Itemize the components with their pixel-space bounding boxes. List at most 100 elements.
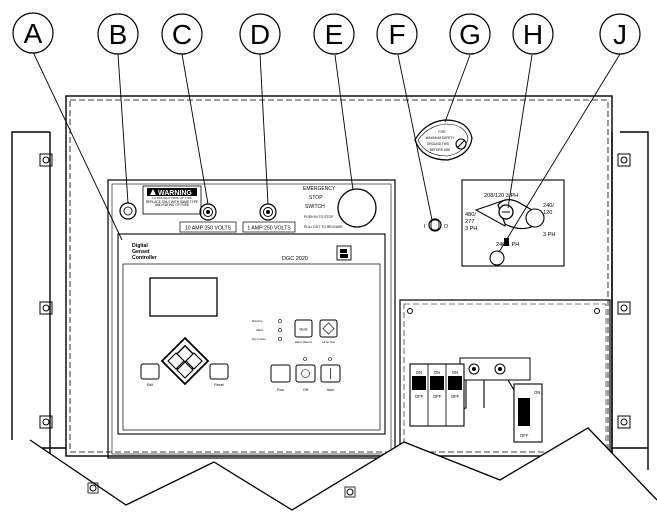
toggle-switch[interactable]: I O xyxy=(424,218,448,232)
frame-bolt-tl xyxy=(39,153,53,167)
voltage-selector-knob[interactable] xyxy=(474,199,545,230)
callout-b-letter: B xyxy=(109,19,128,50)
estop-line1: EMERGENCY xyxy=(303,186,336,192)
off-button-label: Off xyxy=(303,388,309,392)
fuse-label-d: 1 AMP 250 VOLTS xyxy=(242,221,296,233)
fuse-label-c: 10 AMP 250 VOLTS xyxy=(179,221,237,233)
fuse-holder-d xyxy=(259,203,277,221)
selector-lock-hole xyxy=(489,250,505,266)
breaker-on-3: ON xyxy=(452,370,458,375)
breaker-single-on: ON xyxy=(534,390,540,395)
estop-label: EMERGENCY STOP SWITCH PUSH IN TO STOP PU… xyxy=(303,186,343,229)
breaker-single: ON OFF xyxy=(513,383,543,443)
edit-button[interactable] xyxy=(140,363,160,380)
led-running xyxy=(278,319,282,323)
leader-lines xyxy=(32,51,621,253)
estop-line3: SWITCH xyxy=(305,204,325,210)
toggle-label-right: O xyxy=(444,224,448,230)
warning-title: WARNING xyxy=(158,190,192,197)
selector-left-2: 277 xyxy=(465,219,474,225)
function-buttons: Mode Alarm Silence Lamp Test xyxy=(294,319,338,344)
callout-h-letter: H xyxy=(523,19,543,50)
lcd-display xyxy=(149,277,218,317)
mode-alarm-button[interactable] xyxy=(294,319,313,338)
callout-c: C xyxy=(161,13,203,55)
selector-right-2: 120 xyxy=(543,210,552,216)
fuse-rating-left: 10 AMP 250 VOLTS xyxy=(185,226,232,232)
estop-line4: PUSH IN TO STOP xyxy=(304,215,334,219)
reset-button-label: Reset xyxy=(214,383,223,387)
callout-a: A xyxy=(12,12,54,54)
breaker-single-off: OFF xyxy=(520,433,529,438)
led-alarm xyxy=(278,328,282,332)
callout-d-letter: D xyxy=(250,19,270,50)
status-led-group: Running Alarm Not in Auto xyxy=(252,319,282,341)
placard-line2: MAXIMUM SAFETY xyxy=(426,136,456,140)
cut-line-stroke xyxy=(29,427,657,511)
placard-line4: BEFORE USE xyxy=(430,148,451,152)
breaker-handle-2[interactable] xyxy=(430,376,444,390)
frame-bolt-tr xyxy=(617,153,631,167)
callout-f: F xyxy=(376,13,418,55)
run-button-label: Run xyxy=(277,388,284,392)
lamp-test-button[interactable] xyxy=(319,319,338,338)
ground-placard: FOR MAXIMUM SAFETY GROUND THIS BEFORE US… xyxy=(414,119,473,161)
callout-h: H xyxy=(512,13,554,55)
run-button[interactable] xyxy=(270,364,291,383)
callout-c-letter: C xyxy=(172,19,192,50)
selector-left-1: 480/ xyxy=(465,212,476,218)
callout-a-letter: A xyxy=(24,18,43,49)
nav-down-button[interactable] xyxy=(176,361,194,379)
fuse-rating-right: 1 AMP 250 VOLTS xyxy=(247,226,291,232)
mode-buttons: Run Off Auto xyxy=(270,357,341,392)
controller-title-1: Digital xyxy=(132,243,148,249)
alarm-silence-label: Alarm Silence xyxy=(295,340,313,344)
breaker-off-3: OFF xyxy=(451,394,460,399)
breaker-on-2: ON xyxy=(434,370,440,375)
callout-g: G xyxy=(449,13,491,55)
reset-button[interactable] xyxy=(209,363,229,380)
breaker-handle-single[interactable] xyxy=(518,398,530,426)
off-button[interactable] xyxy=(295,364,316,383)
bottom-bolt-left xyxy=(89,484,97,492)
selector-right-1: 240/ xyxy=(543,203,554,209)
lamp-test-label: Lamp Test xyxy=(322,340,335,344)
manufacturer-logo xyxy=(336,245,352,261)
enclosure-frame xyxy=(11,95,649,470)
fuse-holder-c xyxy=(199,203,217,221)
controller-title-3: Controller xyxy=(132,255,157,261)
mode-button-label: Mode xyxy=(300,328,308,332)
breaker-handle-3[interactable] xyxy=(448,376,462,390)
warning-body: TO REDUCE RISK OF FIRE REPLACE ONLY WITH… xyxy=(145,197,199,208)
nav-left-button[interactable] xyxy=(167,352,185,370)
frame-bolt-ml xyxy=(39,301,53,315)
selector-top-label: 208/120 3 PH xyxy=(484,193,518,199)
placard-line1: FOR xyxy=(438,130,446,134)
placard-line3: GROUND THIS xyxy=(427,142,449,146)
auto-button-label: Auto xyxy=(327,388,335,392)
selector-left-3: 3 PH xyxy=(465,226,477,232)
estop-line2: STOP xyxy=(309,195,323,201)
toggle-label-left: I xyxy=(424,224,425,230)
callout-d: D xyxy=(239,13,281,55)
breaker-on-1: ON xyxy=(416,370,422,375)
breaker-off-1: OFF xyxy=(415,394,424,399)
led-label-running: Running xyxy=(252,319,263,323)
bottom-bolt-mid xyxy=(346,488,354,496)
led-label-alarm: Alarm xyxy=(256,328,264,332)
nav-right-button[interactable] xyxy=(185,352,203,370)
ground-lug-icon xyxy=(455,138,467,150)
frame-bolt-br xyxy=(617,415,631,429)
breaker-handle-1[interactable] xyxy=(412,376,426,390)
controller-model: DGC 2020 xyxy=(282,256,308,262)
callout-j: J xyxy=(599,13,641,55)
led-not-in-auto xyxy=(278,337,282,341)
led-label-not-in-auto: Not in Auto xyxy=(252,337,266,341)
navigation-keypad xyxy=(160,336,210,386)
emergency-stop-button[interactable] xyxy=(337,188,377,228)
breaker-off-2: OFF xyxy=(433,394,442,399)
indicator-lamp-b xyxy=(119,202,137,220)
callout-j-letter: J xyxy=(613,19,627,50)
frame-bolt-mr xyxy=(617,301,631,315)
edit-button-label: Edit xyxy=(147,383,153,387)
